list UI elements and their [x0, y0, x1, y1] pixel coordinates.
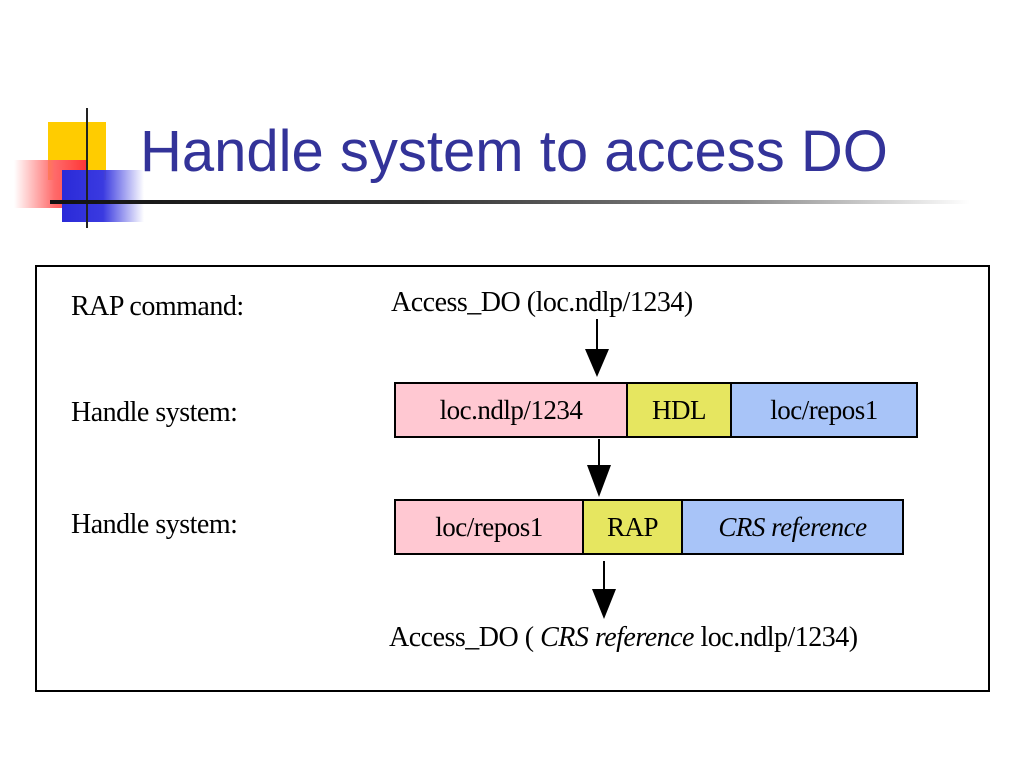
row-label-handle-system-2: Handle system:	[71, 509, 238, 540]
row-label-handle-system-1: Handle system:	[71, 397, 238, 428]
row-label-rap-command: RAP command:	[71, 291, 244, 322]
arrow-down-2	[587, 439, 611, 497]
final-command-suffix: loc.ndlp/1234)	[693, 622, 858, 653]
final-command-crs-reference: CRS reference	[540, 622, 694, 653]
handle-record-1: loc.ndlp/1234 HDL loc/repos1	[394, 382, 918, 438]
logo-blue-bar	[62, 170, 144, 222]
handle-record-2-name: loc/repos1	[396, 501, 584, 553]
final-command-text: Access_DO ( CRS reference loc.ndlp/1234)	[389, 622, 858, 654]
rap-command-text: Access_DO (loc.ndlp/1234)	[391, 287, 693, 318]
title-underline	[50, 200, 970, 204]
slide-logo-decoration	[14, 108, 144, 228]
handle-record-1-name: loc.ndlp/1234	[396, 384, 628, 436]
logo-vertical-line	[86, 108, 88, 228]
handle-record-2-type: RAP	[584, 501, 683, 553]
handle-record-1-value: loc/repos1	[732, 384, 916, 436]
handle-record-2-value: CRS reference	[683, 501, 902, 553]
handle-record-2: loc/repos1 RAP CRS reference	[394, 499, 904, 555]
handle-record-1-type: HDL	[628, 384, 732, 436]
slide-title: Handle system to access DO	[140, 119, 888, 184]
arrow-down-1	[585, 319, 609, 377]
final-command-prefix: Access_DO (	[389, 622, 541, 653]
diagram-frame: RAP command: Access_DO (loc.ndlp/1234) H…	[35, 265, 990, 692]
arrow-down-3	[592, 561, 616, 619]
